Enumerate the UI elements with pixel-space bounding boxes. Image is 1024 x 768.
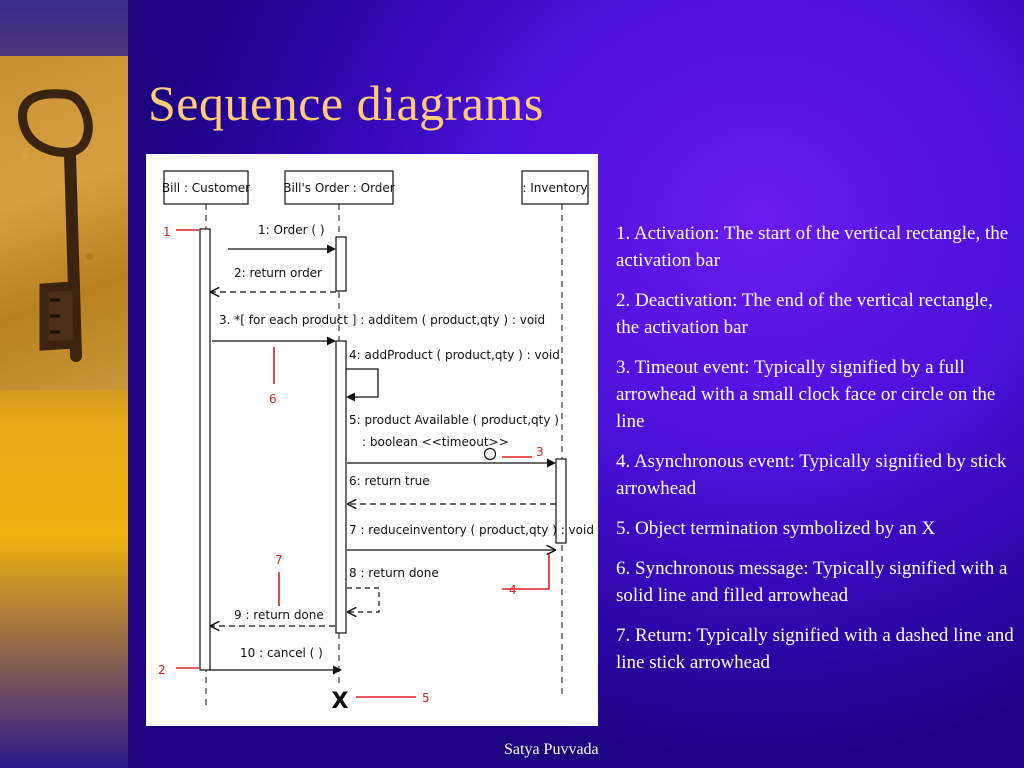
message-7-label: 7 : reduceinventory ( product,qty ) : vo…: [349, 523, 594, 537]
callout-2-number: 2: [158, 663, 166, 677]
participant-inventory-label: : Inventory: [522, 181, 587, 195]
message-3-label: 3. *[ for each product ] : additem ( pro…: [219, 313, 545, 327]
callout-4-line: [502, 554, 550, 590]
participant-inventory: : Inventory: [521, 170, 589, 205]
activation-bar-order-1: [335, 236, 347, 292]
activation-bar-customer: [199, 228, 211, 671]
termination-x: X: [332, 689, 349, 714]
message-2-label: 2: return order: [234, 266, 322, 280]
message-4-label: 4: addProduct ( product,qty ) : void: [349, 348, 560, 362]
participant-customer: Bill : Customer: [162, 170, 250, 205]
note-synchronous-message: 6. Synchronous message: Typically signif…: [616, 558, 1008, 606]
activation-bar-order-2: [335, 340, 347, 634]
message-9-label: 9 : return done: [234, 608, 324, 622]
participant-order: Bill's Order : Order: [283, 170, 395, 205]
sequence-diagram-drawing: Bill : Customer Bill's Order : Order : I…: [158, 170, 594, 714]
note-deactivation: 2. Deactivation: The end of the vertical…: [616, 290, 993, 338]
callout-5-number: 5: [422, 691, 430, 705]
activation-bar-inventory: [555, 458, 567, 544]
callout-1-number: 1: [163, 225, 171, 239]
message-10-label: 10 : cancel ( ): [240, 646, 323, 660]
note-object-termination: 5. Object termination symbolized by an X: [616, 518, 936, 539]
message-5-label: 5: product Available ( product,qty ): [349, 413, 559, 427]
note-timeout-event: 3. Timeout event: Typically signified by…: [616, 357, 996, 432]
slide-footer: Satya Puvvada: [504, 741, 599, 758]
callout-7-number: 7: [275, 553, 283, 567]
callout-4-number: 4: [509, 583, 517, 597]
note-return: 7. Return: Typically signified with a da…: [616, 625, 1014, 673]
note-activation: 1. Activation: The start of the vertical…: [616, 223, 1009, 271]
key-icon: [18, 89, 93, 362]
participant-customer-label: Bill : Customer: [162, 181, 250, 195]
sequence-diagram: Bill : Customer Bill's Order : Order : I…: [146, 154, 598, 726]
message-4-self-arrow: [346, 368, 379, 402]
timeout-clock-icon: [483, 447, 497, 461]
participant-order-label: Bill's Order : Order: [283, 181, 395, 195]
message-8-self-return-arrow: [347, 587, 380, 612]
message-6-label: 6: return true: [349, 474, 430, 488]
callout-3-number: 3: [536, 445, 544, 459]
message-5-return-type: : boolean <<timeout>>: [362, 435, 509, 449]
key-photo: [0, 56, 128, 390]
message-8-label: 8 : return done: [349, 566, 439, 580]
callout-6-number: 6: [269, 392, 277, 406]
message-1-label: 1: Order ( ): [258, 223, 325, 237]
note-asynchronous-event: 4. Asynchronous event: Typically signifi…: [616, 451, 1007, 499]
stripe-divider: [128, 0, 131, 768]
slide-title: Sequence diagrams: [148, 75, 544, 131]
notes-list: 1. Activation: The start of the vertical…: [616, 220, 1016, 689]
